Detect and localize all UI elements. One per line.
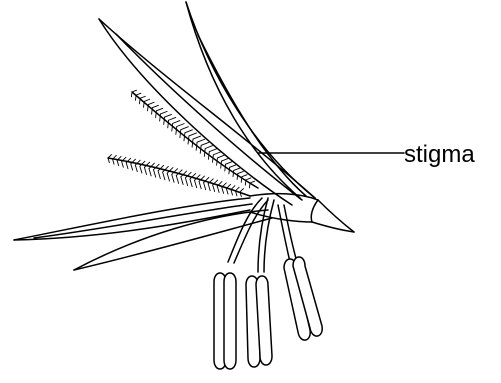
anther-right	[284, 257, 322, 340]
upper-bracts	[99, 2, 315, 205]
lower-glumes	[14, 198, 272, 270]
stigma-label: stigma	[404, 141, 475, 168]
stigma-hairs-lower	[108, 155, 243, 197]
anther-middle	[246, 276, 272, 367]
anther-left	[214, 273, 236, 369]
